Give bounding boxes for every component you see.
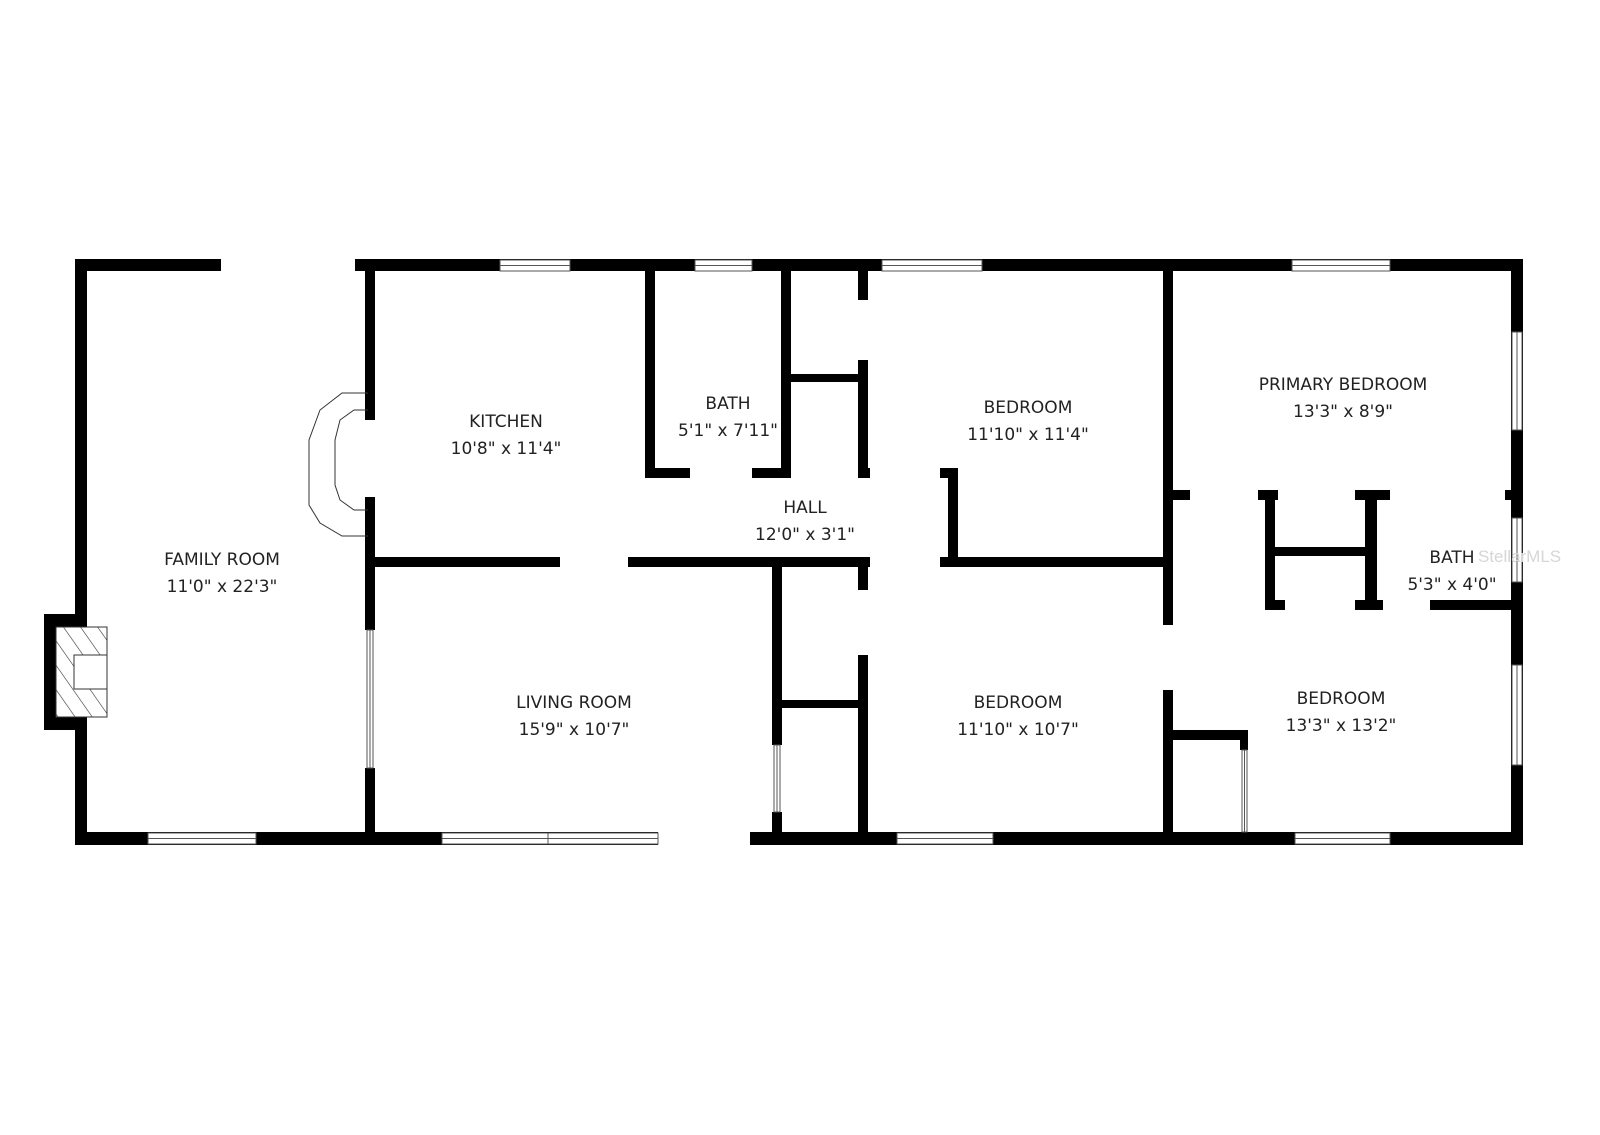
window — [499, 259, 571, 272]
room-name-bedroom-1: BEDROOM — [984, 398, 1073, 418]
wall — [1163, 265, 1173, 625]
bay-window — [308, 392, 368, 537]
wall — [940, 557, 1173, 567]
wall — [628, 557, 870, 567]
room-size-kitchen: 10'8" x 11'4" — [451, 439, 562, 459]
walls — [75, 259, 1523, 845]
wall — [1173, 730, 1248, 740]
wall — [645, 265, 655, 478]
room-size-bath-2: 5'3" x 4'0" — [1407, 575, 1496, 595]
wall — [781, 265, 791, 478]
room-size-hall: 12'0" x 3'1" — [755, 525, 855, 545]
wall — [858, 655, 868, 832]
fireplace — [44, 614, 108, 730]
window — [1511, 517, 1523, 583]
room-size-family-room: 11'0" x 22'3" — [167, 577, 278, 597]
room-size-primary-bedroom: 13'3" x 8'9" — [1293, 402, 1393, 422]
wall — [365, 768, 375, 845]
room-name-bath-2: BATH — [1429, 548, 1474, 568]
wall — [1163, 690, 1173, 845]
wall — [365, 259, 375, 420]
room-name-bedroom-2: BEDROOM — [974, 693, 1063, 713]
window — [547, 832, 659, 845]
wall — [858, 562, 868, 590]
wall — [1173, 490, 1190, 500]
wall — [750, 832, 1523, 845]
room-name-kitchen: KITCHEN — [469, 412, 543, 432]
window — [1241, 749, 1248, 833]
room-labels: FAMILY ROOM 11'0" x 22'3" KITCHEN 10'8" … — [164, 375, 1496, 740]
window — [1511, 331, 1523, 431]
window — [147, 832, 257, 845]
room-name-hall: HALL — [783, 498, 827, 518]
window — [896, 832, 994, 845]
window — [1294, 832, 1391, 845]
window — [1291, 259, 1391, 272]
room-size-bedroom-1: 11'10" x 11'4" — [967, 425, 1089, 445]
wall — [1240, 730, 1248, 750]
window — [881, 259, 983, 272]
room-size-bedroom-2: 11'10" x 10'7" — [957, 720, 1079, 740]
room-name-bedroom-3: BEDROOM — [1297, 689, 1386, 709]
room-size-living-room: 15'9" x 10'7" — [519, 720, 630, 740]
wall — [752, 468, 790, 478]
room-name-family-room: FAMILY ROOM — [164, 550, 280, 570]
windows — [147, 259, 1523, 845]
room-name-living-room: LIVING ROOM — [516, 693, 632, 713]
wall — [645, 468, 690, 478]
wall — [75, 259, 87, 845]
wall — [1265, 547, 1370, 556]
wall — [781, 374, 868, 382]
wall — [858, 468, 870, 478]
wall — [1430, 600, 1515, 610]
window — [366, 629, 374, 769]
wall — [858, 265, 868, 300]
wall — [75, 259, 221, 271]
wall — [365, 557, 560, 567]
room-name-primary-bedroom: PRIMARY BEDROOM — [1259, 375, 1428, 395]
window — [773, 744, 781, 813]
room-size-bath-1: 5'1" x 7'11" — [678, 421, 778, 441]
wall — [1365, 490, 1377, 610]
window — [441, 832, 549, 845]
watermark: StellarMLS — [1478, 547, 1561, 566]
window — [694, 259, 753, 272]
wall — [858, 360, 868, 478]
wall — [772, 812, 782, 832]
wall — [1355, 600, 1383, 610]
room-size-bedroom-3: 13'3" x 13'2" — [1286, 716, 1397, 736]
room-name-bath-1: BATH — [705, 394, 750, 414]
wall — [948, 468, 958, 567]
wall — [1265, 600, 1285, 610]
wall — [772, 562, 782, 745]
window — [1511, 664, 1523, 766]
wall — [772, 700, 868, 708]
wall — [1505, 490, 1515, 500]
